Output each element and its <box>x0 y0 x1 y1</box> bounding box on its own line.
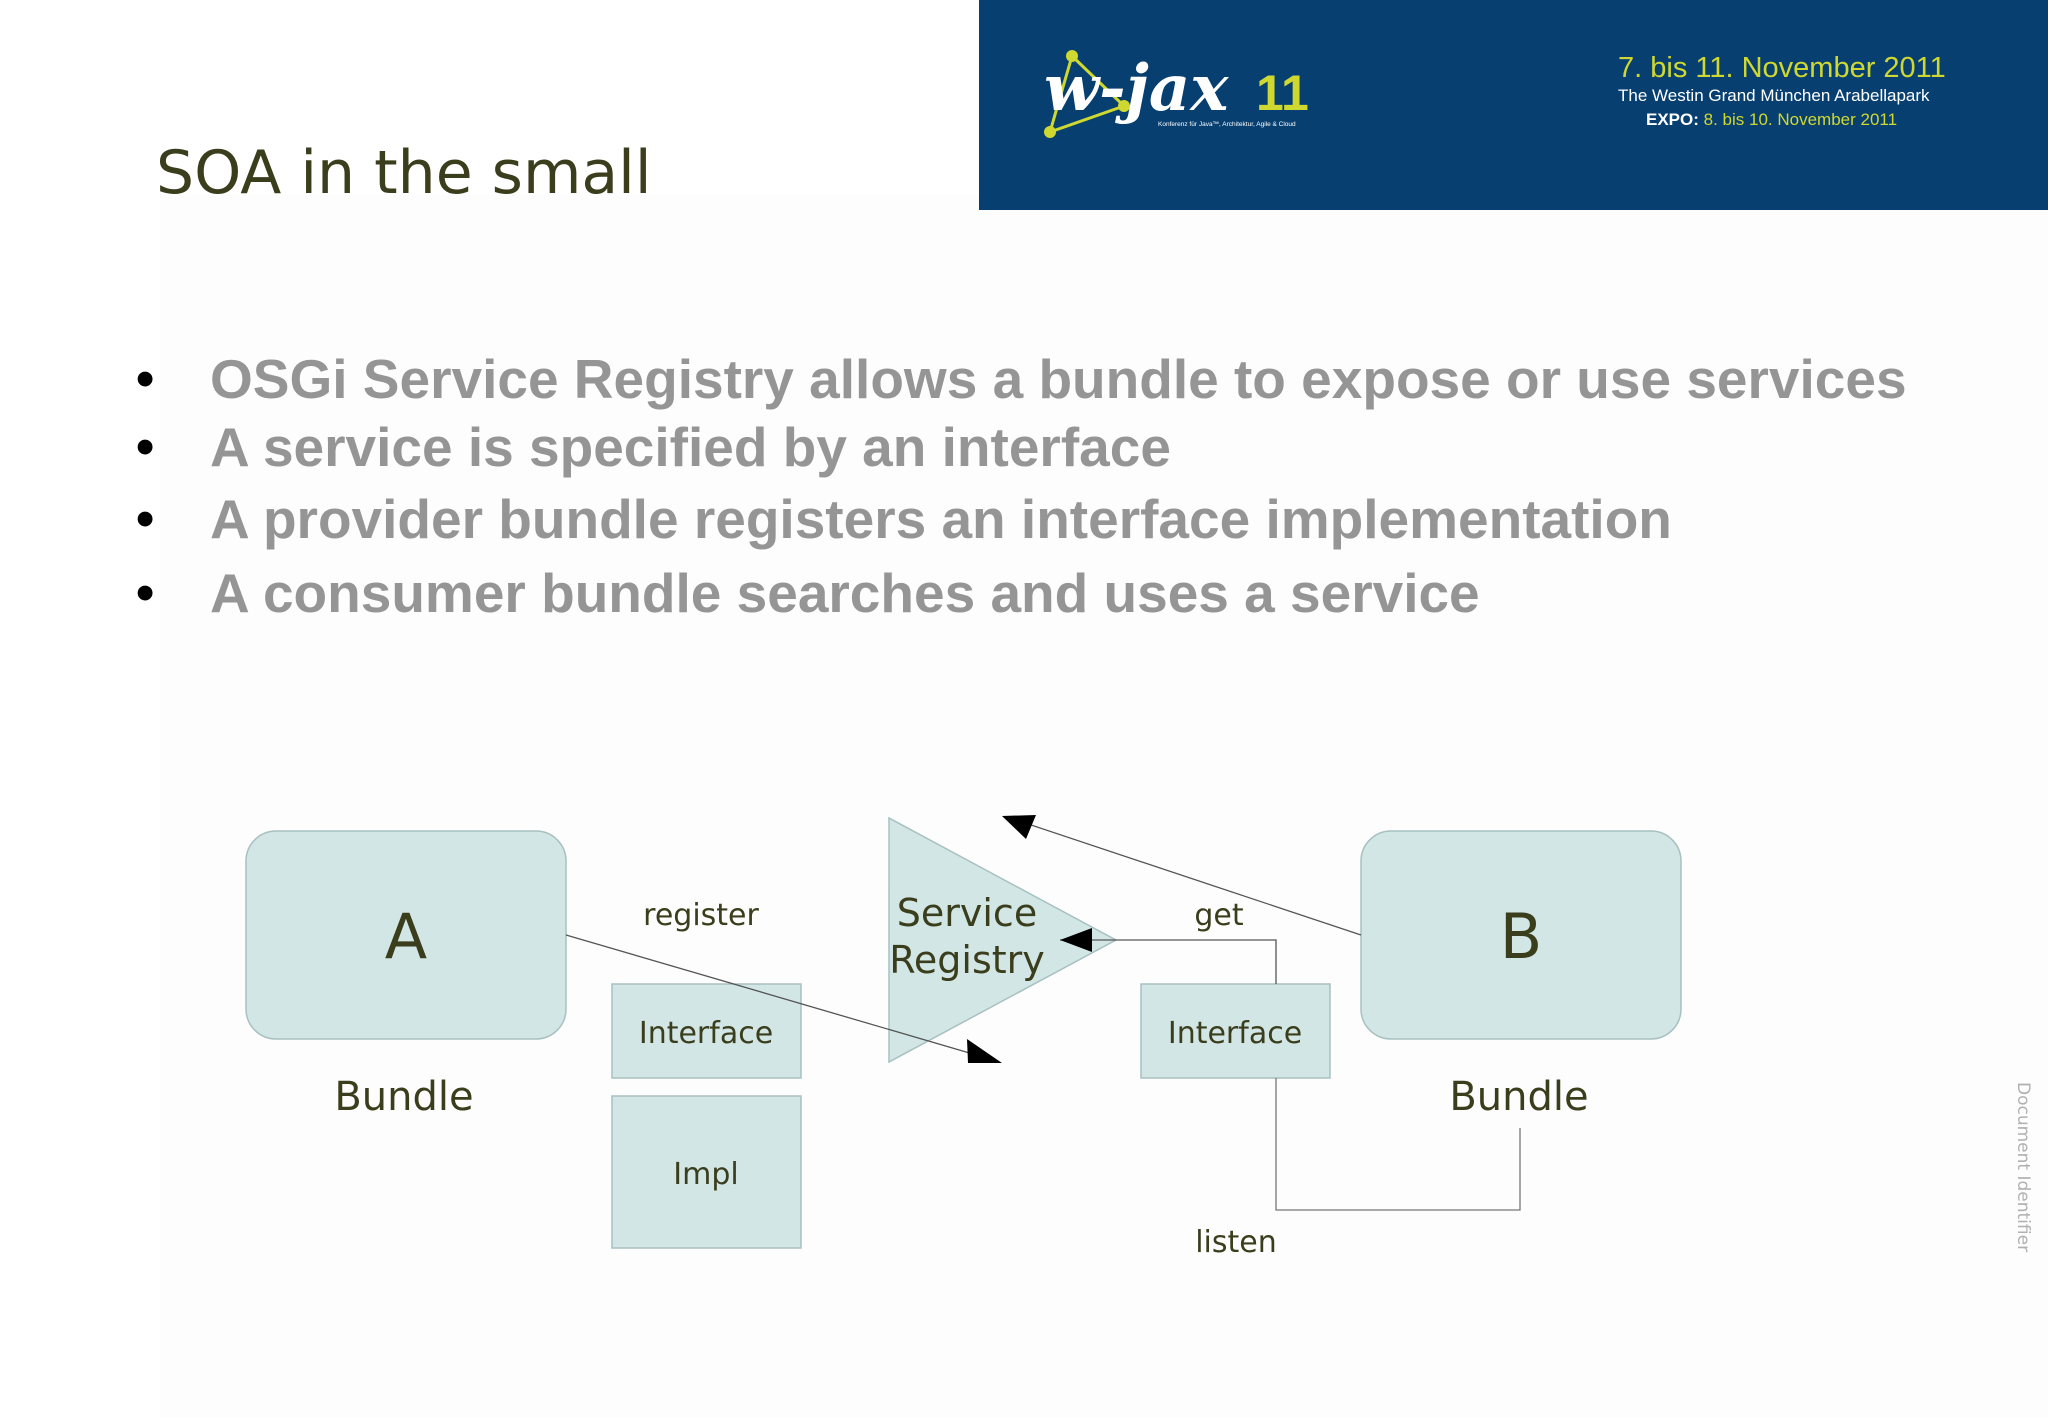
expo-label: EXPO: <box>1646 110 1699 129</box>
event-expo: EXPO: 8. bis 10. November 2011 <box>1646 110 1897 130</box>
bullet-text: A service is specified by an interface <box>210 416 1171 478</box>
registry-label-line1: Service <box>897 891 1037 935</box>
service-registry-triangle <box>888 816 1118 1064</box>
logo-number: 11 <box>1256 65 1309 121</box>
bullet-item: • A consumer bundle searches and uses a … <box>130 559 1830 627</box>
bullet-dot: • <box>136 564 155 622</box>
bundle-a-caption: Bundle <box>334 1074 473 1120</box>
register-label: register <box>643 898 759 933</box>
listen-label: listen <box>1195 1225 1277 1260</box>
conference-banner <box>979 0 2048 210</box>
interface-right-label: Interface <box>1168 1016 1302 1051</box>
bundle-b-caption: Bundle <box>1449 1074 1588 1120</box>
impl-label: Impl <box>673 1157 738 1192</box>
logo-tagline: Konferenz für Java™, Architektur, Agile … <box>1158 121 1296 128</box>
bullet-item: • A service is specified by an interface <box>130 413 1830 481</box>
document-identifier: Document Identifier <box>2013 1082 2033 1253</box>
bullet-dot: • <box>136 490 155 548</box>
get-label: get <box>1194 898 1244 933</box>
molecule-icon <box>1044 50 1130 138</box>
expo-dates: 8. bis 10. November 2011 <box>1703 110 1898 129</box>
impl-box <box>611 1095 802 1249</box>
content-panel <box>160 195 2048 1418</box>
bullet-text: A consumer bundle searches and uses a se… <box>210 562 1480 624</box>
event-dates: 7. bis 11. November 2011 <box>1618 52 1946 84</box>
interface-left-box <box>611 983 802 1079</box>
bullet-list: • OSGi Service Registry allows a bundle … <box>130 345 1907 627</box>
bullet-text: A provider bundle registers an interface… <box>210 488 1672 550</box>
event-venue: The Westin Grand München Arabellapark <box>1618 86 1930 105</box>
wjax-logo: w-jax 11 Konferenz für Java™, Architektu… <box>1044 50 1309 138</box>
register-arrow <box>565 934 1002 1063</box>
interface-right-box <box>1140 983 1331 1079</box>
bullet-dot: • <box>136 418 155 476</box>
bullet-text: OSGi Service Registry allows a bundle to… <box>210 348 1907 410</box>
logo-wordmark: w-jax <box>1044 51 1229 126</box>
get-arrow <box>1060 928 1277 984</box>
registry-label-line2: Registry <box>889 938 1045 982</box>
bullet-item: • A provider bundle registers an interfa… <box>130 485 1830 553</box>
listen-connector <box>1275 1078 1521 1211</box>
slide-title: SOA in the small <box>156 138 652 208</box>
bundle-a-letter: A <box>385 900 427 973</box>
bullet-dot: • <box>136 350 155 408</box>
bundle-b-letter: B <box>1500 900 1543 973</box>
b-to-registry-arrow <box>1002 815 1362 936</box>
interface-left-label: Interface <box>639 1016 773 1051</box>
bullet-item: • OSGi Service Registry allows a bundle … <box>130 345 1950 413</box>
